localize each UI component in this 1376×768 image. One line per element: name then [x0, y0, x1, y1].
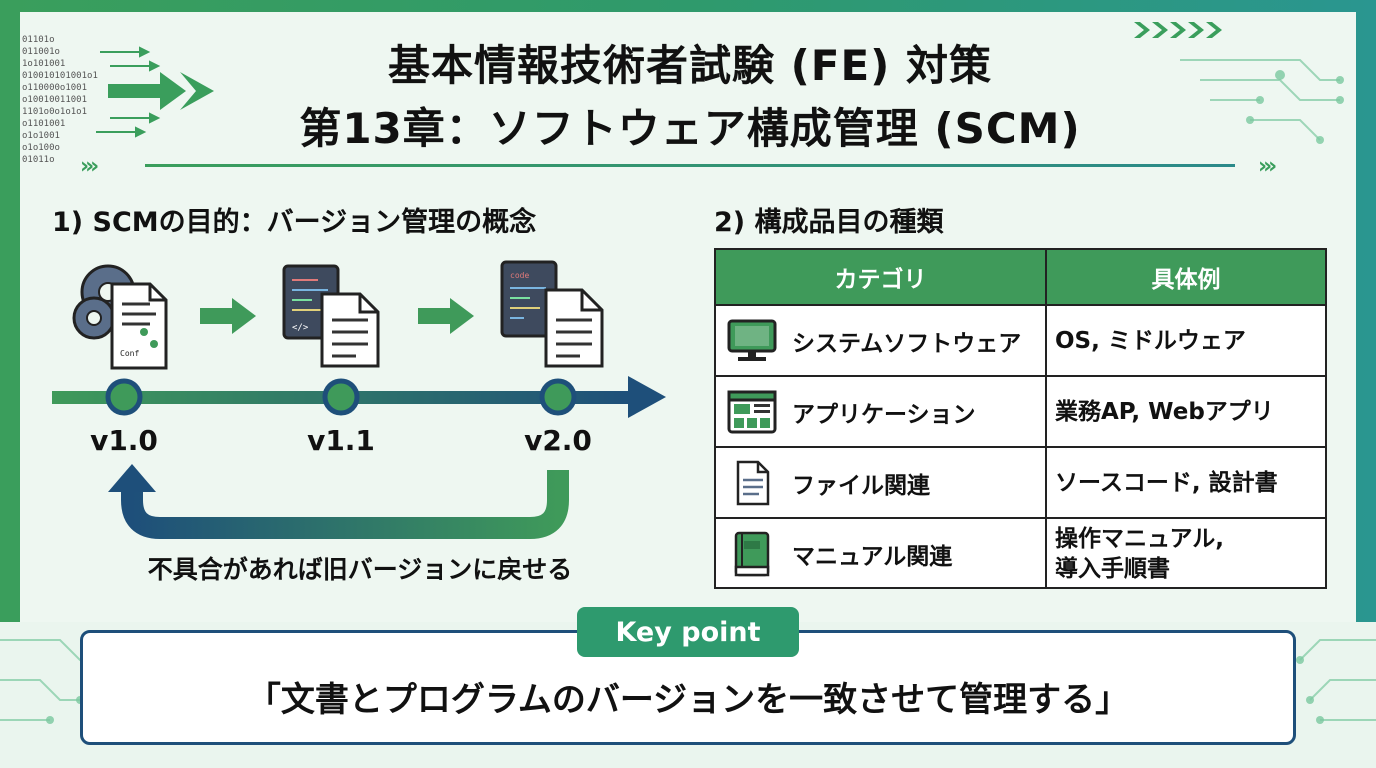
page-title-line2: 第13章：ソフトウェア構成管理 (SCM) [299, 104, 1081, 153]
version-label-2: v1.1 [307, 424, 375, 457]
version-node-2 [322, 378, 360, 416]
rollback-note: 不具合があれば旧バージョンに戻せる [147, 555, 573, 584]
document-icon-2 [544, 288, 604, 368]
version-label-1: v1.0 [90, 424, 158, 457]
example-label: 操作マニュアル, 導入手順書 [1055, 525, 1225, 582]
rollback-arrow [121, 470, 569, 539]
config-label: Conf [120, 349, 139, 358]
section2-heading: 2) 構成品目の種類 [714, 207, 944, 238]
code-label-1: </> [292, 323, 309, 333]
table-row: ファイル関連 ソースコード, 設計書 [716, 446, 1325, 517]
step-arrow-1 [200, 298, 256, 334]
table-row: マニュアル関連 操作マニュアル, 導入手順書 [716, 517, 1325, 588]
category-label: システムソフトウェア [792, 330, 1022, 357]
code-label-2: code [510, 271, 529, 280]
chevrons-left: ››› [80, 154, 99, 179]
app-window-icon [727, 390, 777, 433]
table-header: カテゴリ 具体例 [716, 250, 1325, 304]
category-label: ファイル関連 [792, 472, 930, 499]
column-header-example: 具体例 [1151, 267, 1221, 293]
document-icon [736, 460, 770, 505]
monitor-icon [727, 319, 777, 361]
version-node-3 [539, 378, 577, 416]
version-diagram: Conf </> code [52, 260, 666, 539]
binary-decoration: 01101o 011001o 1o101001 010010101001o1 o… [22, 35, 98, 165]
step-arrow-2 [418, 298, 474, 334]
document-icon-1 [320, 292, 380, 368]
chevrons-right: ››› [1258, 154, 1277, 179]
example-label: OS, ミドルウェア [1055, 327, 1246, 354]
config-items-table: カテゴリ 具体例 システムソフトウェア OS, ミドルウェア [714, 248, 1327, 589]
keypoint-tag: Key point [577, 607, 799, 657]
column-header-category: カテゴリ [716, 250, 1047, 304]
rollback-arrowhead [108, 464, 156, 492]
book-icon [734, 531, 770, 576]
version-node-1 [105, 378, 143, 416]
table-row: アプリケーション 業務AP, Webアプリ [716, 375, 1325, 446]
keypoint-text: 「文書とプログラムのバージョンを一致させて管理する」 [246, 680, 1130, 720]
section1-heading: 1) SCMの目的：バージョン管理の概念 [52, 207, 537, 238]
page-title-line1: 基本情報技術者試験 (FE) 対策 [387, 41, 993, 90]
category-label: アプリケーション [792, 401, 976, 428]
config-document-icon: Conf [110, 282, 168, 370]
table-row: システムソフトウェア OS, ミドルウェア [716, 304, 1325, 375]
example-label: 業務AP, Webアプリ [1055, 398, 1274, 425]
example-label: ソースコード, 設計書 [1055, 469, 1278, 496]
title-divider [145, 164, 1235, 167]
category-label: マニュアル関連 [792, 543, 953, 570]
version-label-3: v2.0 [524, 424, 592, 457]
timeline-arrowhead [628, 376, 666, 418]
